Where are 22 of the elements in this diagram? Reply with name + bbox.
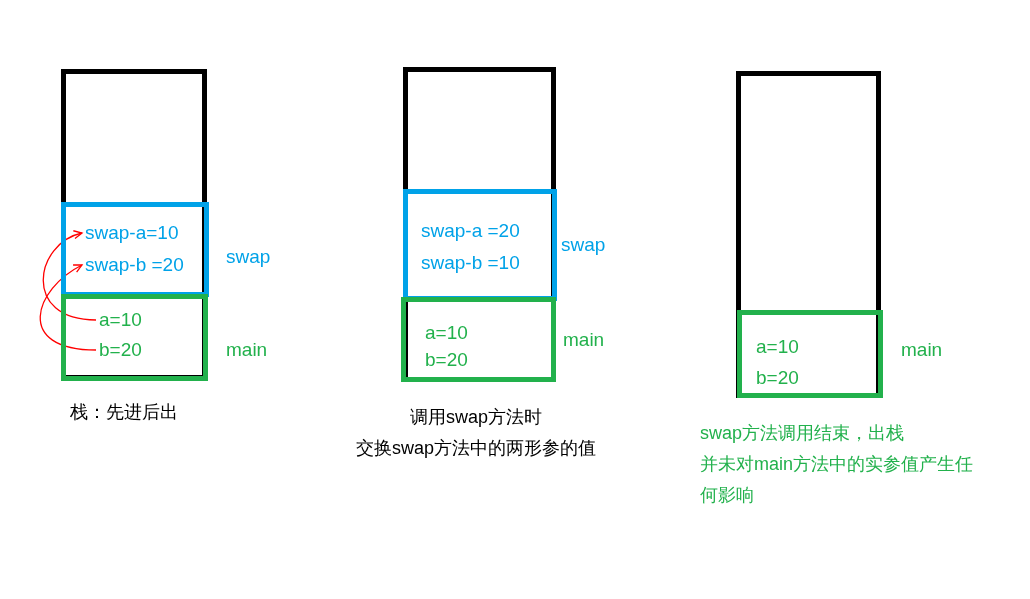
frame-label: main: [901, 339, 943, 361]
variable-text: b=20: [99, 339, 142, 361]
frame-label: main: [563, 329, 605, 351]
caption-text: 调用swap方法时: [410, 407, 542, 427]
caption-text: 栈：先进后出: [70, 402, 178, 422]
frame-label: main: [226, 339, 268, 361]
caption-text: 并未对main方法中的实参值产生任何影响: [700, 454, 973, 505]
variable-text: a=10: [756, 336, 799, 358]
variable-text: swap-b =20: [85, 254, 184, 276]
variable-text: swap-a =20: [421, 220, 520, 242]
variable-text: a=10: [99, 309, 142, 331]
variable-text: a=10: [425, 322, 468, 344]
curved-arrow: [42, 231, 97, 321]
caption-text: swap方法调用结束，出栈: [700, 423, 905, 443]
variable-text: swap-b =10: [421, 252, 520, 274]
variable-text: swap-a=10: [85, 222, 179, 244]
frame-label: swap: [226, 246, 271, 268]
curved-arrow: [39, 264, 97, 351]
variable-text: b=20: [425, 349, 468, 371]
variable-text: b=20: [756, 367, 799, 389]
frame-label: swap: [561, 234, 606, 256]
caption-text: 交换swap方法中的两形参的值: [356, 438, 596, 458]
